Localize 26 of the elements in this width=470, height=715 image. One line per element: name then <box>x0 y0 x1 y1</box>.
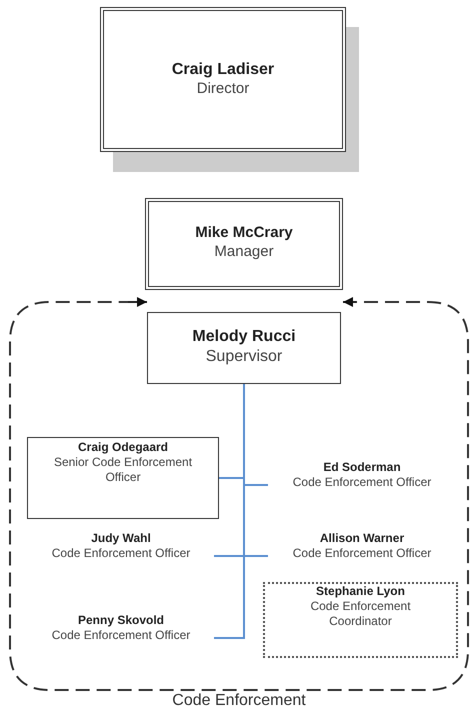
group-label: Code Enforcement <box>171 692 307 710</box>
job-title: Code Enforcement Officer <box>292 546 432 561</box>
person-name: Ed Soderman <box>322 460 402 475</box>
job-title: Director <box>196 80 250 98</box>
person-box <box>27 437 219 519</box>
person-name: Penny Skovold <box>76 613 166 628</box>
person-name: Judy Wahl <box>90 531 152 546</box>
person-name: Craig Ladiser <box>170 60 276 80</box>
connector-line <box>214 384 245 639</box>
person-name: Allison Warner <box>318 531 406 546</box>
job-title: Supervisor <box>204 347 284 367</box>
person-name: Craig Odegaard <box>76 440 170 455</box>
job-title: Code Enforcement Officer <box>292 475 432 490</box>
job-title: Code Enforcement Coordinator <box>309 599 412 629</box>
job-title: Senior Code Enforcement Officer <box>52 455 194 485</box>
arrow <box>343 297 356 307</box>
person-name: Stephanie Lyon <box>315 584 406 599</box>
person-box <box>147 312 341 384</box>
job-title: Manager <box>213 242 275 262</box>
person-name: Melody Rucci <box>191 327 297 347</box>
job-title: Code Enforcement Officer <box>50 628 192 643</box>
person-name: Mike McCrary <box>194 224 294 243</box>
job-title: Code Enforcement Officer <box>50 546 192 561</box>
arrow <box>128 297 147 307</box>
manager-box <box>145 198 343 290</box>
person-box <box>263 582 458 658</box>
